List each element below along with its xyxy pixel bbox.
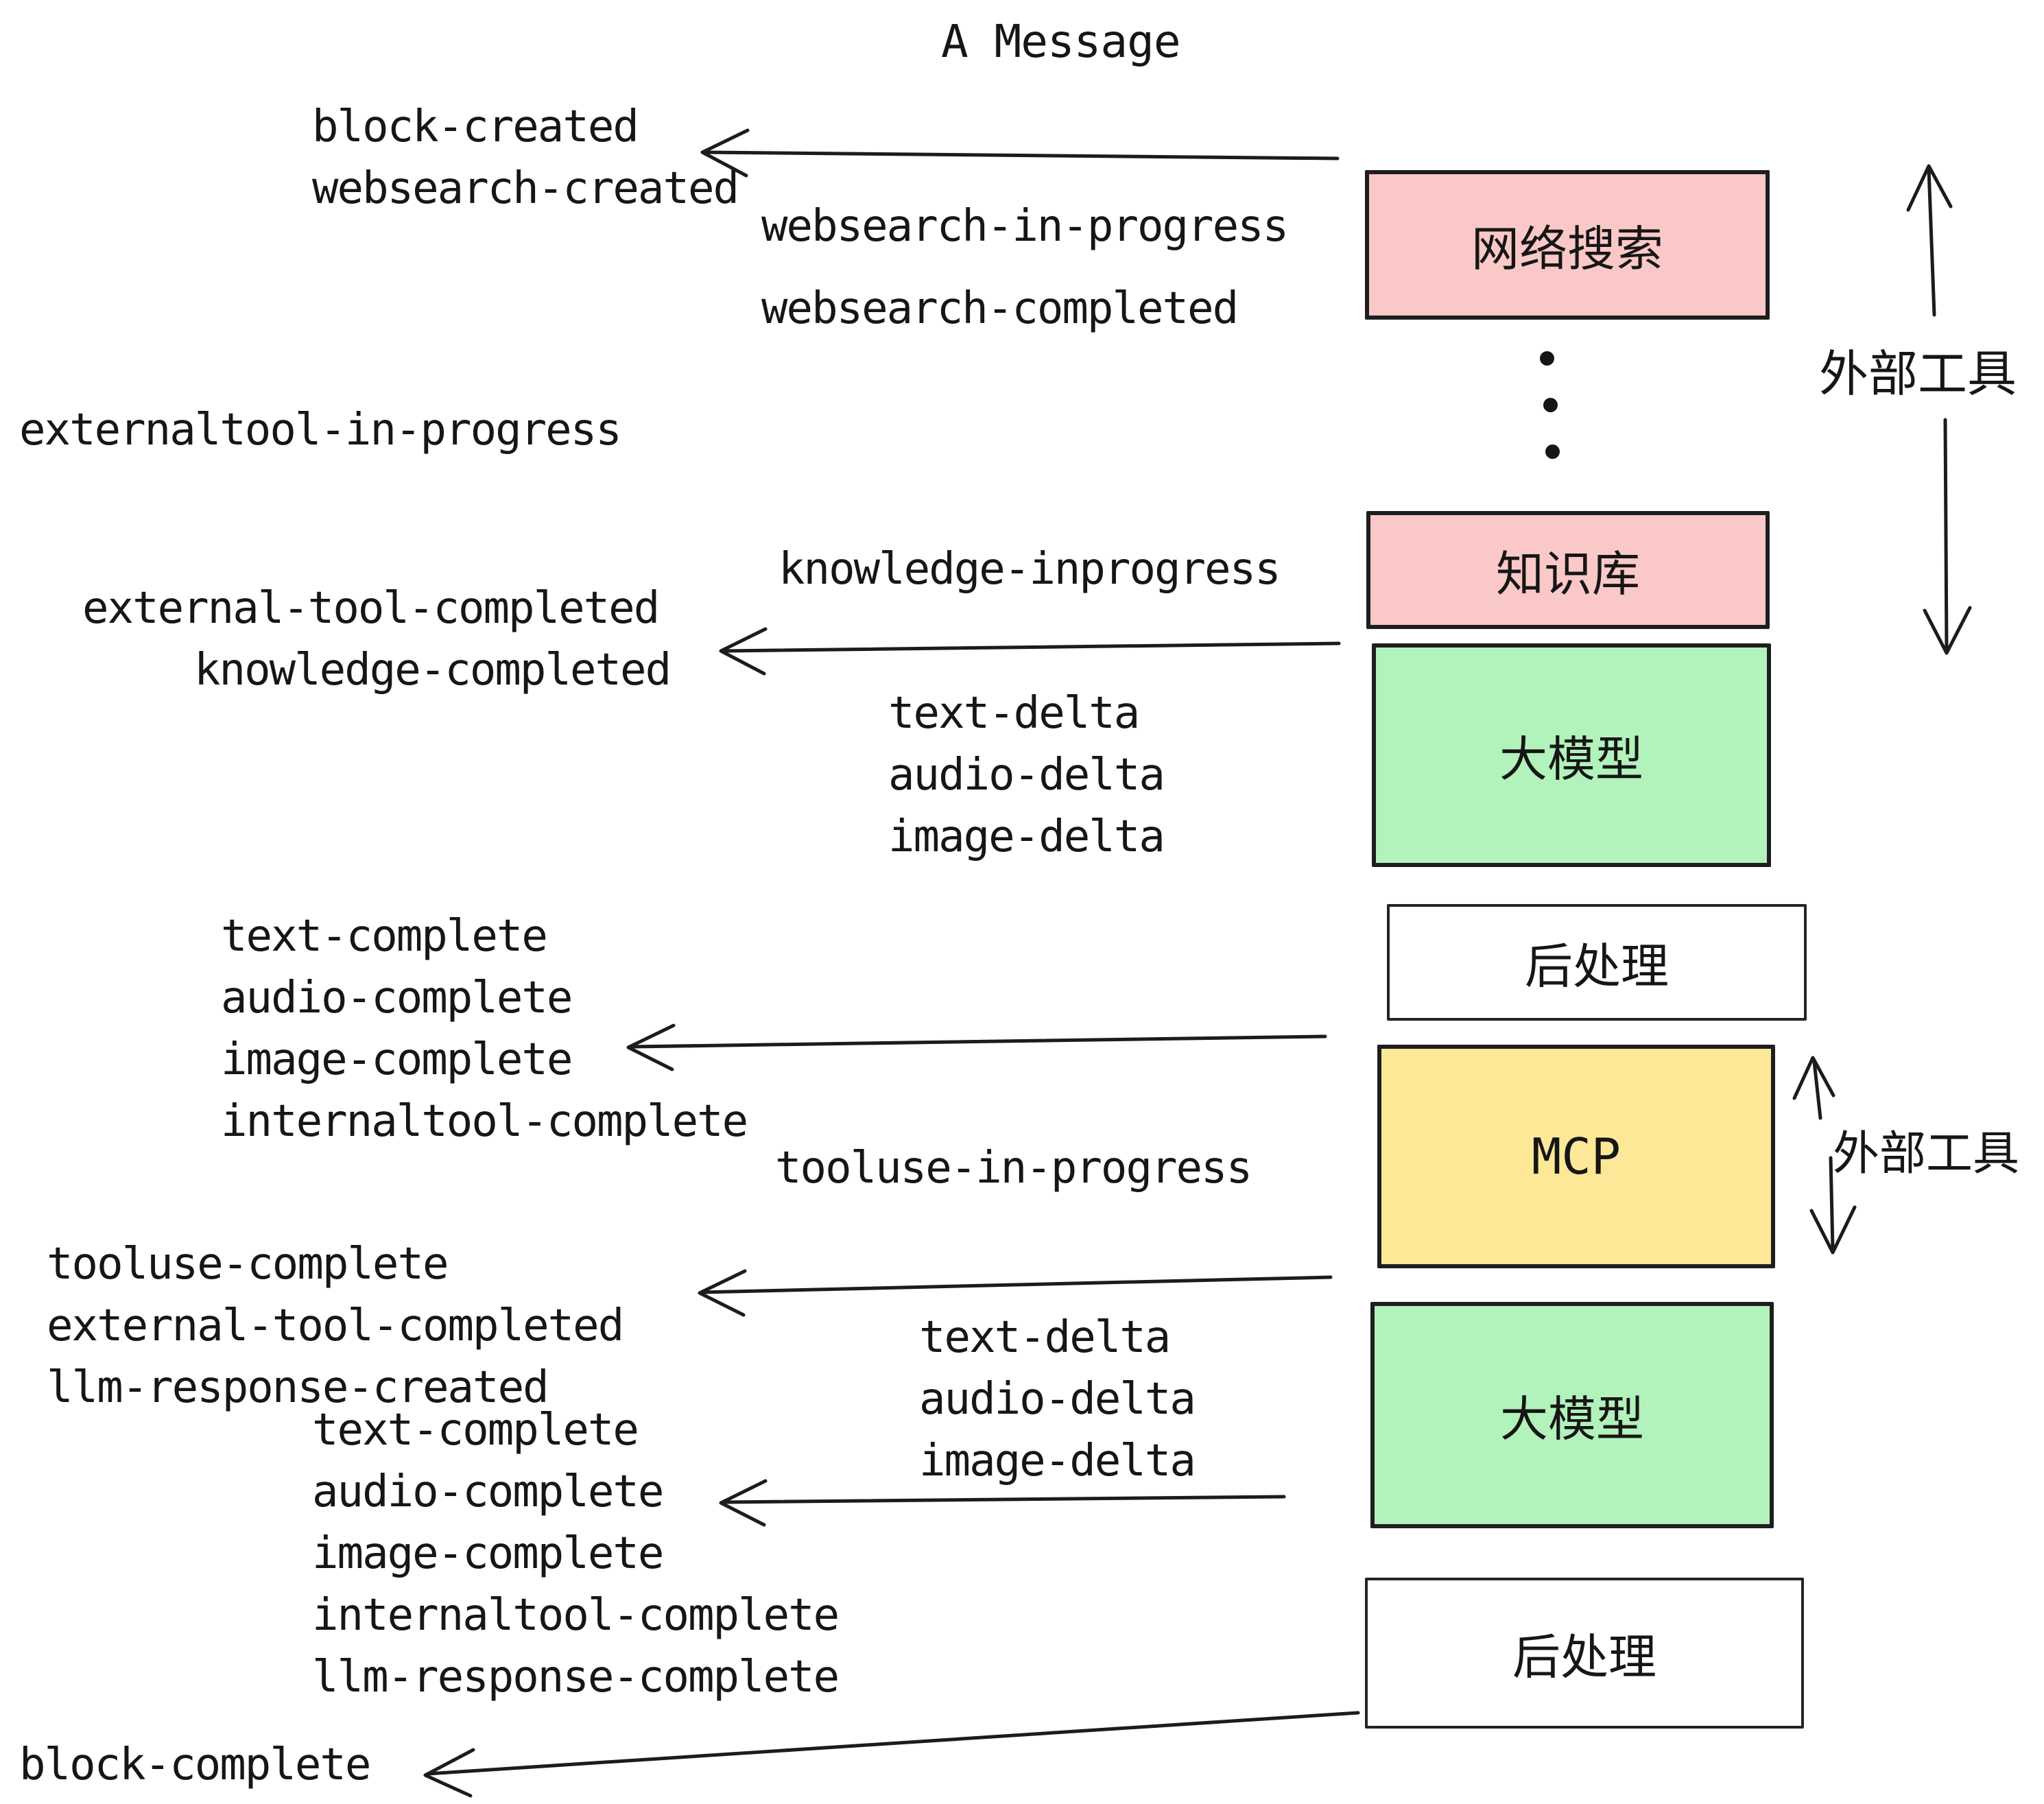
event-text-complete-2: text-complete	[312, 1405, 639, 1456]
event-audio-delta-2: audio-delta	[919, 1374, 1196, 1425]
event-websearch-created: websearch-created	[312, 163, 739, 214]
event-websearch-in-progress: websearch-in-progress	[761, 201, 1289, 252]
event-websearch-completed: websearch-completed	[761, 283, 1239, 334]
event-image-delta: image-delta	[888, 811, 1165, 862]
side-label-external-tools-1: 外部工具	[1819, 345, 2017, 403]
event-knowledge-inprogress: knowledge-inprogress	[779, 544, 1281, 595]
box-llm-1: 大模型	[1372, 643, 1771, 867]
event-image-complete: image-complete	[221, 1034, 573, 1085]
arrow-block-complete	[423, 1711, 1360, 1798]
page-title: A Message	[941, 15, 1181, 68]
event-internaltool-complete-2: internaltool-complete	[312, 1590, 840, 1641]
box-websearch: 网络搜索	[1365, 170, 1770, 320]
side-label-external-tools-2: 外部工具	[1833, 1127, 2020, 1181]
event-externaltool-in-progress: externaltool-in-progress	[19, 405, 622, 455]
event-block-complete: block-complete	[19, 1740, 371, 1790]
event-llm-response-created: llm-response-created	[47, 1362, 549, 1413]
arrow-knowledge-completed	[719, 627, 1341, 676]
box-post-2-label: 后处理	[1512, 1628, 1656, 1685]
box-post-1: 后处理	[1387, 904, 1807, 1021]
arrow-websearch-created	[700, 128, 1340, 178]
event-tooluse-in-progress: tooluse-in-progress	[775, 1143, 1252, 1194]
ellipsis-dot-3	[1545, 444, 1560, 459]
event-block-created: block-created	[312, 102, 639, 152]
arrow-internal-complete	[626, 1023, 1327, 1071]
event-image-delta-2: image-delta	[919, 1436, 1196, 1486]
box-knowledge-label: 知识库	[1496, 545, 1640, 602]
box-mcp-label: MCP	[1531, 1128, 1621, 1185]
box-post-2: 后处理	[1365, 1578, 1804, 1729]
event-text-complete: text-complete	[221, 911, 548, 962]
double-arrow-external-tools-1	[1906, 164, 1972, 655]
ellipsis-dot-1	[1540, 351, 1554, 366]
box-llm-2: 大模型	[1370, 1302, 1774, 1528]
event-audio-delta: audio-delta	[888, 750, 1165, 800]
event-text-delta: text-delta	[888, 688, 1140, 739]
arrow-tooluse-complete	[698, 1269, 1333, 1317]
event-audio-complete-2: audio-complete	[312, 1467, 664, 1517]
event-tooluse-complete: tooluse-complete	[47, 1239, 449, 1290]
event-text-delta-2: text-delta	[919, 1312, 1171, 1363]
box-llm-2-label: 大模型	[1500, 1390, 1644, 1447]
box-post-1-label: 后处理	[1525, 938, 1669, 995]
event-audio-complete: audio-complete	[221, 973, 573, 1023]
box-websearch-label: 网络搜索	[1471, 220, 1663, 277]
event-external-tool-completed-2: external-tool-completed	[47, 1301, 624, 1351]
box-knowledge: 知识库	[1366, 511, 1770, 629]
event-knowledge-completed: knowledge-completed	[194, 645, 672, 696]
event-external-tool-completed: external-tool-completed	[82, 583, 660, 634]
ellipsis-dot-2	[1543, 398, 1558, 412]
event-llm-response-complete: llm-response-complete	[312, 1652, 840, 1702]
arrow-llm-complete	[719, 1479, 1286, 1527]
event-image-complete-2: image-complete	[312, 1528, 664, 1579]
box-mcp: MCP	[1377, 1045, 1775, 1268]
box-llm-1-label: 大模型	[1499, 731, 1643, 787]
event-internaltool-complete: internaltool-complete	[221, 1096, 748, 1147]
